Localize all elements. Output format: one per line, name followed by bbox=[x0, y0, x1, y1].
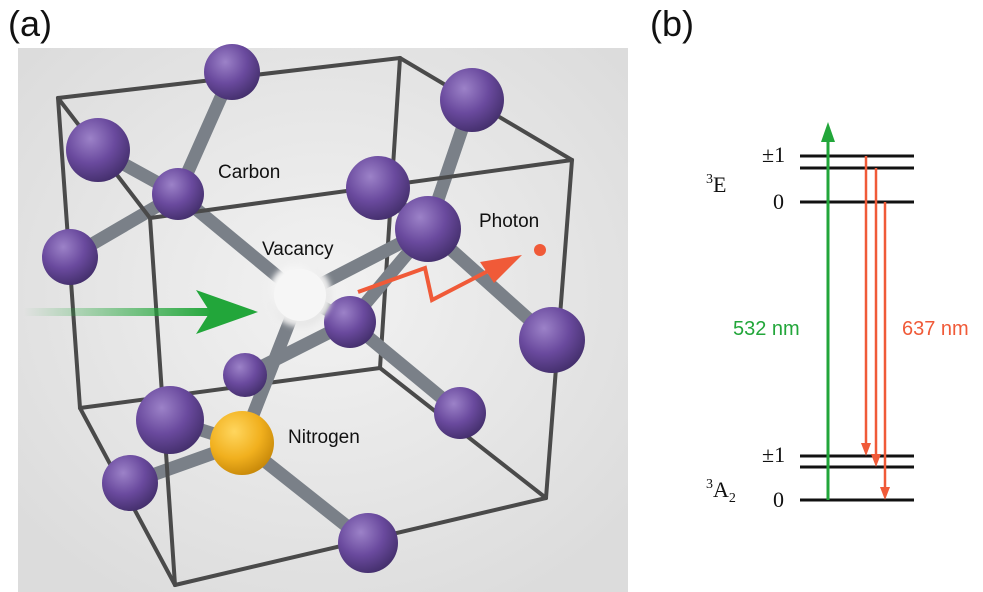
nitrogen-atom bbox=[210, 411, 274, 475]
carbon-atom bbox=[136, 386, 204, 454]
carbon-label: Carbon bbox=[218, 162, 280, 183]
atoms bbox=[42, 44, 585, 573]
carbon-atom bbox=[346, 156, 410, 220]
ground-state-label: 3A2 bbox=[706, 477, 736, 506]
emission-transitions bbox=[861, 156, 890, 500]
carbon-atom bbox=[102, 455, 158, 511]
excited-pm1-label: ±1 bbox=[762, 142, 785, 167]
carbon-atom bbox=[204, 44, 260, 100]
emission-arrowhead bbox=[480, 255, 522, 283]
carbon-atom bbox=[324, 296, 376, 348]
excitation-transition bbox=[821, 122, 835, 500]
panel-a: (a) bbox=[8, 3, 628, 592]
excitation-arrowhead bbox=[196, 290, 258, 334]
carbon-atom bbox=[440, 68, 504, 132]
carbon-atom bbox=[66, 118, 130, 182]
panel-a-label: (a) bbox=[8, 3, 52, 44]
energy-levels bbox=[800, 154, 914, 502]
carbon-atom bbox=[338, 513, 398, 573]
carbon-atom bbox=[519, 307, 585, 373]
excitation-wavelength-label: 532 nm bbox=[733, 318, 800, 340]
vacancy-label: Vacancy bbox=[262, 239, 334, 260]
photon-label: Photon bbox=[479, 211, 539, 232]
carbon-atom bbox=[434, 387, 486, 439]
excitation-beam bbox=[24, 290, 258, 334]
carbon-atom bbox=[223, 353, 267, 397]
nitrogen-label: Nitrogen bbox=[288, 427, 360, 448]
carbon-atom bbox=[42, 229, 98, 285]
emission-wavelength-label: 637 nm bbox=[902, 318, 969, 340]
emission-photon bbox=[357, 244, 546, 303]
ground-pm1-label: ±1 bbox=[762, 442, 785, 467]
photon-dot bbox=[534, 244, 546, 256]
excited-state-label: 3E bbox=[706, 172, 726, 197]
panel-b-label: (b) bbox=[650, 3, 694, 44]
vacancy-site-core bbox=[274, 269, 326, 321]
carbon-atom bbox=[152, 168, 204, 220]
panel-b: (b) 3E 3A2 bbox=[650, 3, 969, 512]
carbon-atom bbox=[395, 196, 461, 262]
excited-zero-label: 0 bbox=[773, 189, 784, 214]
ground-zero-label: 0 bbox=[773, 487, 784, 512]
